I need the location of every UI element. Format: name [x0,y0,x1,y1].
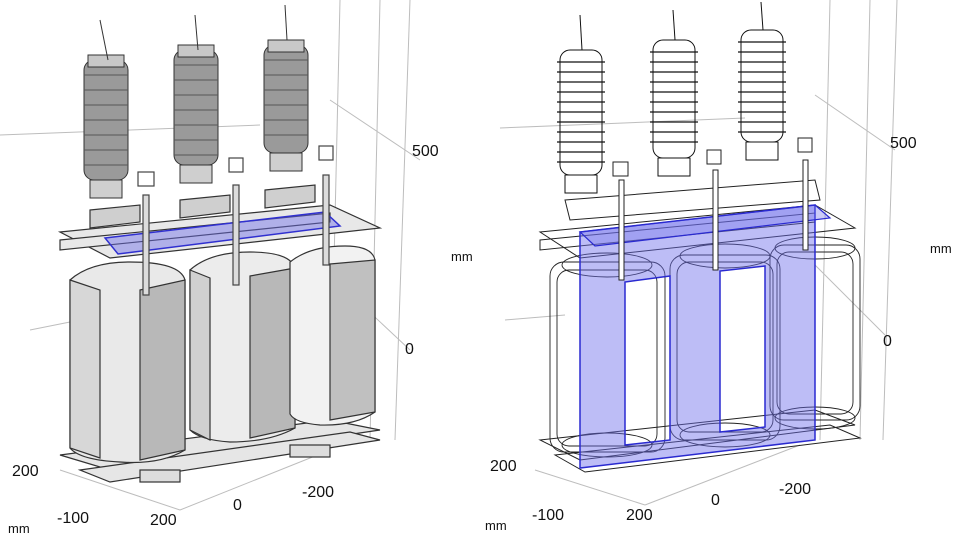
coils-wireframe [549,236,861,458]
y-tick-minus100: -100 [57,510,90,527]
x-tick-minus200: -200 [779,481,812,498]
tap-rods [612,137,813,281]
bushings-wireframe [559,1,784,194]
y-tick-200: 200 [12,463,39,480]
axis-grid [499,0,898,506]
transformer-view-wireframe[interactable]: 500 0 mm 200 -100 mm 200 0 -200 [485,0,969,541]
transformer-view-solid[interactable]: 500 0 mm 200 -100 mm 200 0 -200 [0,0,485,541]
yoke-highlight [103,211,342,255]
bushings [83,4,309,199]
x-tick-200: 200 [626,507,653,524]
z-unit-label: mm [930,241,952,256]
x-tick-0: 0 [711,492,720,509]
tap-rods [137,145,334,296]
z-unit-label: mm [451,249,473,264]
coils [69,245,376,464]
x-tick-0: 0 [233,497,242,514]
z-tick-500: 500 [412,143,439,160]
y-tick-200: 200 [490,458,517,475]
transformer-solid-graphic [0,0,421,511]
z-tick-0: 0 [883,333,892,350]
z-tick-0: 0 [405,341,414,358]
xy-unit-label: mm [485,518,507,533]
x-tick-200: 200 [150,512,177,529]
y-tick-minus100: -100 [532,507,565,524]
xy-unit-label: mm [8,521,30,536]
core-highlight [578,204,832,469]
bushing-sheds [84,59,308,166]
upper-clamp-frame [57,184,383,259]
z-tick-500: 500 [890,135,917,152]
transformer-wireframe-graphic [499,0,898,506]
bushing-sheds [557,41,786,163]
x-tick-minus200: -200 [302,484,335,501]
